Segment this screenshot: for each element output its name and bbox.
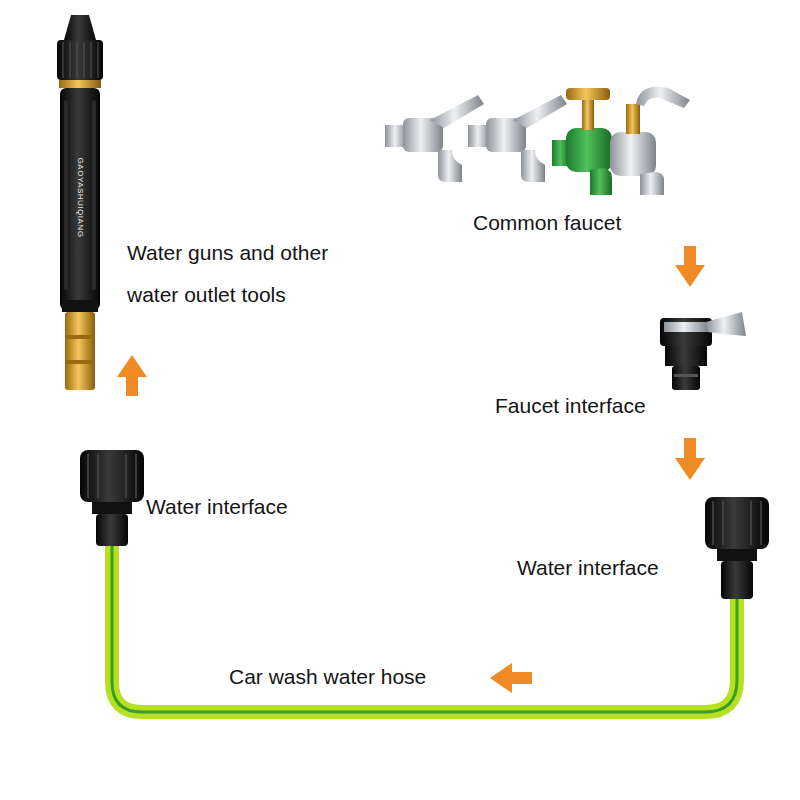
hose-connector bbox=[705, 497, 769, 599]
part-label: Common faucet bbox=[473, 210, 693, 235]
faucets bbox=[385, 87, 690, 195]
part-label: Water interface bbox=[517, 555, 697, 580]
water-gun bbox=[57, 15, 103, 390]
part-label: Car wash water hose bbox=[229, 664, 479, 689]
part-label: Faucet interface bbox=[495, 393, 695, 418]
car-wash-hose bbox=[112, 543, 737, 712]
flow-arrows bbox=[117, 246, 705, 693]
hose-connector bbox=[80, 450, 144, 546]
brand-text: GAOYASHUIQIANG bbox=[76, 153, 85, 243]
part-label: Water guns and other water outlet tools bbox=[127, 232, 342, 316]
part-label: Water interface bbox=[146, 494, 346, 519]
faucet-adapter bbox=[660, 312, 746, 390]
